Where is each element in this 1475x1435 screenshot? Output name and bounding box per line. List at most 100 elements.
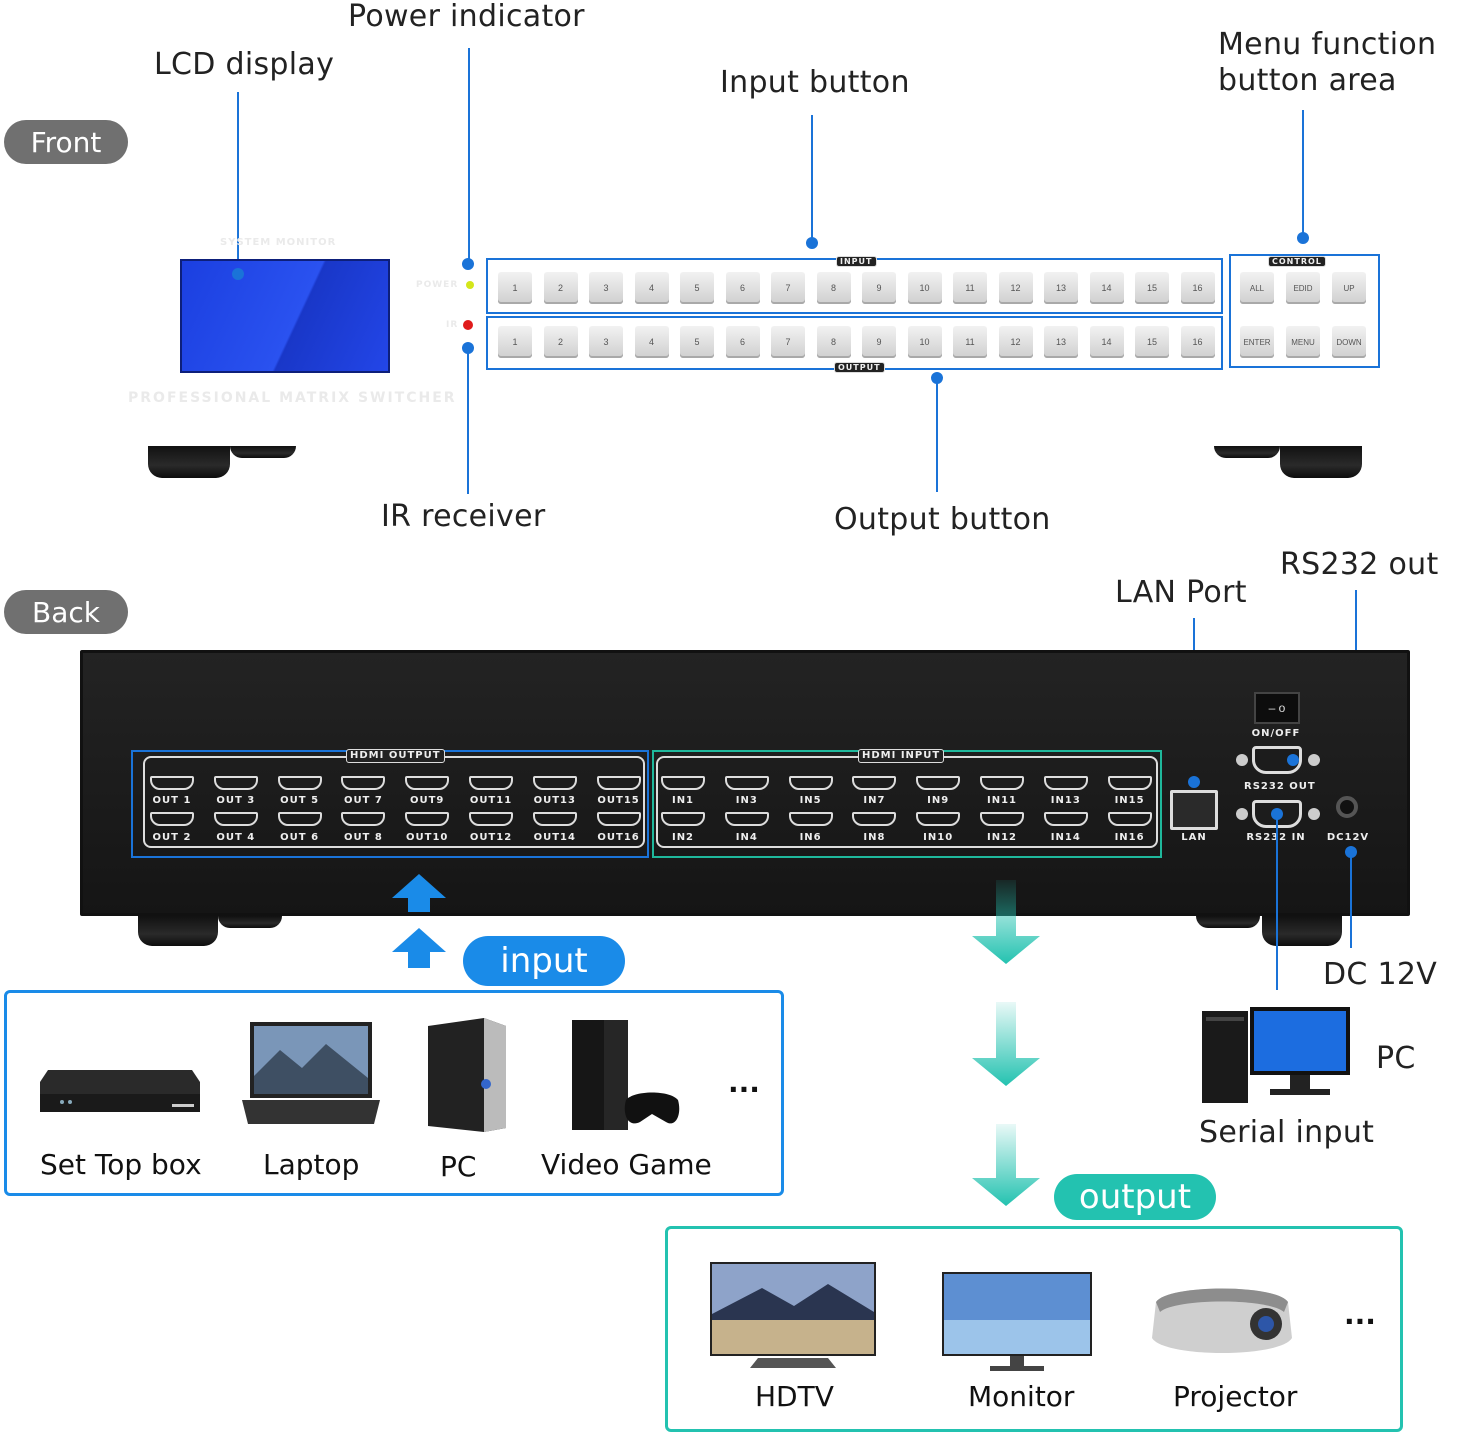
output-device-label: Monitor — [968, 1380, 1075, 1413]
dc-pointer — [1350, 852, 1352, 948]
hdmi-port-in — [1107, 776, 1152, 790]
power-switch[interactable]: – o — [1254, 692, 1300, 724]
menu-callout-line1: Menu function — [1218, 27, 1437, 62]
pc-tower-icon — [428, 1018, 506, 1132]
input-button-12[interactable]: 12 — [998, 272, 1033, 304]
screw — [1236, 808, 1248, 820]
input-button-4[interactable]: 4 — [634, 272, 669, 304]
lcd-pointer-dot — [232, 268, 244, 280]
input-device-label: Set Top box — [40, 1148, 202, 1181]
input-button-15[interactable]: 15 — [1135, 272, 1169, 304]
hdmi-port-out — [532, 776, 577, 790]
input-button-3[interactable]: 3 — [589, 272, 623, 304]
input-badge: input — [463, 936, 625, 986]
hdmi-port-in — [980, 812, 1024, 826]
back-foot — [1196, 916, 1260, 928]
output-button-13[interactable]: 13 — [1044, 326, 1078, 358]
input-arrow-icon — [392, 874, 446, 968]
output-button-1[interactable]: 1 — [498, 326, 532, 358]
input-button-6[interactable]: 6 — [725, 272, 760, 304]
hdmi-port-out — [277, 776, 322, 790]
input-button-16[interactable]: 16 — [1180, 272, 1215, 304]
output-button-3[interactable]: 3 — [589, 326, 623, 358]
screw — [1308, 808, 1320, 820]
hdmi-port-out — [596, 812, 641, 826]
hdmi-port-label: OUT 5 — [280, 795, 320, 806]
output-button-6[interactable]: 6 — [725, 326, 760, 358]
input-button-1[interactable]: 1 — [498, 272, 532, 304]
input-button-callout: Input button — [720, 65, 910, 100]
output-devices-box — [665, 1226, 1403, 1432]
hdmi-port-label: OUT 1 — [152, 795, 192, 806]
hdmi-port-in — [788, 812, 833, 826]
hdmi-port-label: IN7 — [863, 795, 886, 806]
input-button-10[interactable]: 10 — [907, 272, 942, 304]
output-button-9[interactable]: 9 — [862, 326, 896, 358]
hdmi-port-label: OUT 6 — [280, 832, 320, 843]
power-pointer — [468, 48, 470, 260]
ir-led — [463, 320, 473, 330]
pc-callout: PC — [1376, 1041, 1416, 1076]
output-button-15[interactable]: 15 — [1135, 326, 1169, 358]
input-button-7[interactable]: 7 — [771, 272, 805, 304]
input-button-5[interactable]: 5 — [680, 272, 714, 304]
control-button-menu[interactable]: MENU — [1286, 326, 1320, 358]
hdmi-port-label: IN10 — [923, 832, 954, 843]
input-button-14[interactable]: 14 — [1089, 272, 1124, 304]
dc-label: DC12V — [1326, 832, 1370, 843]
hdmi-port-label: IN12 — [986, 832, 1017, 843]
input-devices-box — [4, 990, 784, 1196]
menu-pointer — [1302, 110, 1304, 238]
input-button-9[interactable]: 9 — [862, 272, 896, 304]
laptop-icon — [242, 1022, 380, 1124]
control-button-all[interactable]: ALL — [1240, 272, 1274, 304]
input-button-13[interactable]: 13 — [1044, 272, 1078, 304]
hdmi-port-out — [405, 776, 450, 790]
input-button-11[interactable]: 11 — [953, 272, 987, 304]
output-button-7[interactable]: 7 — [771, 326, 805, 358]
input-button-2[interactable]: 2 — [543, 272, 578, 304]
output-button-4[interactable]: 4 — [634, 326, 669, 358]
hdmi-port-label: OUT 8 — [343, 832, 383, 843]
hdmi-port-label: IN8 — [863, 832, 886, 843]
input-button-8[interactable]: 8 — [816, 272, 851, 304]
lan-callout: LAN Port — [1115, 575, 1247, 610]
hdmi-port-label: OUT12 — [469, 832, 513, 843]
output-badge-label: output — [1078, 1177, 1192, 1217]
output-button-11[interactable]: 11 — [953, 326, 987, 358]
lcd-callout: LCD display — [154, 47, 335, 82]
output-button-5[interactable]: 5 — [680, 326, 714, 358]
back-foot — [218, 916, 282, 928]
back-foot — [1262, 916, 1342, 946]
lan-pointer-dot — [1188, 776, 1200, 788]
control-button-down[interactable]: DOWN — [1332, 326, 1366, 358]
control-button-enter[interactable]: ENTER — [1240, 326, 1274, 358]
hdmi-port-out — [341, 776, 386, 790]
output-button-8[interactable]: 8 — [816, 326, 851, 358]
output-button-12[interactable]: 12 — [998, 326, 1033, 358]
hdmi-port-label: OUT 4 — [216, 832, 256, 843]
hdmi-port-label: OUT 3 — [216, 795, 256, 806]
system-monitor-label: SYSTEM MONITOR — [220, 237, 337, 248]
output-button-14[interactable]: 14 — [1089, 326, 1124, 358]
hdmi-port-label: IN14 — [1050, 832, 1081, 843]
output-button-2[interactable]: 2 — [543, 326, 578, 358]
control-button-edid[interactable]: EDID — [1286, 272, 1320, 304]
hdmi-port-out — [405, 812, 450, 826]
output-device-label: Projector — [1173, 1380, 1298, 1413]
output-button-16[interactable]: 16 — [1180, 326, 1215, 358]
hdmi-port-in — [724, 812, 769, 826]
power-pointer-dot — [462, 258, 474, 270]
power-label: POWER — [416, 280, 459, 290]
hdmi-port-label: IN15 — [1114, 795, 1145, 806]
input-group-label: INPUT — [836, 256, 877, 267]
output-button-10[interactable]: 10 — [907, 326, 942, 358]
front-foot — [148, 446, 230, 478]
output-group-label: OUTPUT — [834, 362, 885, 373]
hdmi-port-label: IN11 — [986, 795, 1017, 806]
hdmi-port-label: IN9 — [927, 795, 950, 806]
rs232out-callout: RS232 out — [1280, 547, 1439, 582]
rack-hole — [1432, 204, 1462, 220]
control-button-up[interactable]: UP — [1332, 272, 1366, 304]
hdmi-port-in — [1043, 812, 1088, 826]
